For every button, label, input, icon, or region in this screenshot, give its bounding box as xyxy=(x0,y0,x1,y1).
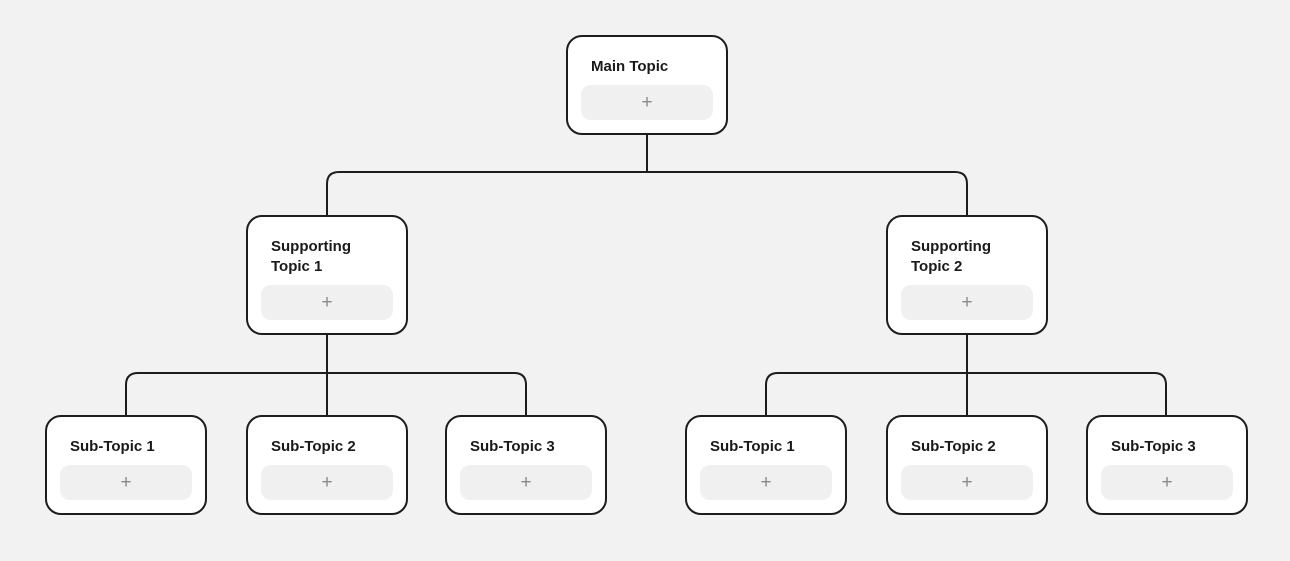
plus-icon: + xyxy=(961,472,973,493)
node-title: Supporting Topic 1 xyxy=(271,238,351,275)
node-title: Sub-Topic 1 xyxy=(710,438,795,455)
node-sub-topic-2-left[interactable]: Sub-Topic 2 + xyxy=(246,415,408,515)
add-child-button[interactable]: + xyxy=(581,85,713,120)
node-supporting-topic-2[interactable]: Supporting Topic 2 + xyxy=(886,215,1048,335)
plus-icon: + xyxy=(321,472,333,493)
add-child-button[interactable]: + xyxy=(901,285,1033,320)
plus-icon: + xyxy=(641,92,653,113)
add-child-button[interactable]: + xyxy=(700,465,832,500)
node-sub-topic-1-right[interactable]: Sub-Topic 1 + xyxy=(685,415,847,515)
plus-icon: + xyxy=(321,292,333,313)
node-sub-topic-3-left[interactable]: Sub-Topic 3 + xyxy=(445,415,607,515)
connector-main-to-branches-bus xyxy=(326,171,968,215)
node-title: Sub-Topic 2 xyxy=(911,438,996,455)
connector-branch1-to-subtopics-bus xyxy=(125,372,527,415)
plus-icon: + xyxy=(1161,472,1173,493)
add-child-button[interactable]: + xyxy=(901,465,1033,500)
node-supporting-topic-1[interactable]: Supporting Topic 1 + xyxy=(246,215,408,335)
plus-icon: + xyxy=(961,292,973,313)
node-title: Sub-Topic 2 xyxy=(271,438,356,455)
node-sub-topic-1-left[interactable]: Sub-Topic 1 + xyxy=(45,415,207,515)
plus-icon: + xyxy=(760,472,772,493)
node-title: Sub-Topic 3 xyxy=(470,438,555,455)
connector-branch2-to-subtopics-bus xyxy=(765,372,1167,415)
node-title: Main Topic xyxy=(591,58,669,75)
plus-icon: + xyxy=(120,472,132,493)
node-title: Sub-Topic 1 xyxy=(70,438,155,455)
plus-icon: + xyxy=(520,472,532,493)
node-sub-topic-3-right[interactable]: Sub-Topic 3 + xyxy=(1086,415,1248,515)
add-child-button[interactable]: + xyxy=(261,465,393,500)
node-sub-topic-2-right[interactable]: Sub-Topic 2 + xyxy=(886,415,1048,515)
add-child-button[interactable]: + xyxy=(261,285,393,320)
node-title: Sub-Topic 3 xyxy=(1111,438,1196,455)
add-child-button[interactable]: + xyxy=(60,465,192,500)
node-title: Supporting Topic 2 xyxy=(911,238,991,275)
add-child-button[interactable]: + xyxy=(1101,465,1233,500)
node-main-topic[interactable]: Main Topic + xyxy=(566,35,728,135)
add-child-button[interactable]: + xyxy=(460,465,592,500)
